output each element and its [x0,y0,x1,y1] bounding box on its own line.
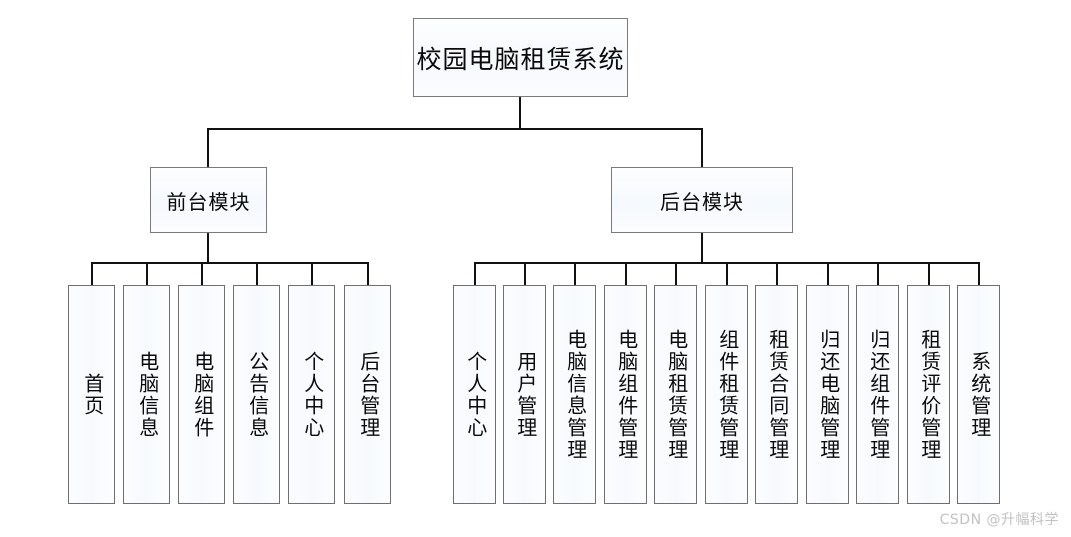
leaf-node-label: 电脑租赁管理 [664,328,687,461]
connector-frontend-leaf-drop [146,262,148,285]
connector-frontend-bus [91,262,369,264]
connector-backend-stem [701,233,703,263]
node-backend-module[interactable]: 后台模块 [611,167,793,233]
connector-frontend-leaf-drop [367,262,369,285]
leaf-node[interactable]: 首页 [68,285,115,504]
connector-backend-leaf-drop [726,262,728,285]
leaf-node-label: 电脑信息 [135,350,158,439]
node-frontend-module-label: 前台模块 [166,191,251,214]
leaf-node[interactable]: 电脑信息 [123,285,170,504]
leaf-node-label: 归还组件管理 [866,328,889,461]
connector-backend-leaf-drop [474,262,476,285]
connector-backend-leaf-drop [574,262,576,285]
leaf-node[interactable]: 租赁评价管理 [907,285,950,504]
leaf-node-label: 组件租赁管理 [715,328,738,461]
leaf-node-label: 电脑组件 [190,350,213,439]
leaf-node[interactable]: 组件租赁管理 [705,285,748,504]
leaf-node-label: 公告信息 [245,350,268,439]
csdn-watermark: CSDN @升幅科学 [939,512,1059,528]
connector-backend-leaf-drop [827,262,829,285]
connector-frontend-leaf-drop [91,262,93,285]
connector-level2-bus [207,128,703,130]
leaf-node[interactable]: 租赁合同管理 [755,285,798,504]
leaf-node-label: 租赁合同管理 [765,328,788,461]
connector-frontend-stem [207,233,209,263]
node-root-system[interactable]: 校园电脑租赁系统 [413,18,628,97]
leaf-node-label: 租赁评价管理 [917,328,940,461]
leaf-node[interactable]: 公告信息 [233,285,280,504]
leaf-node-label: 首页 [80,372,103,417]
connector-backend-leaf-drop [625,262,627,285]
leaf-node[interactable]: 电脑组件 [178,285,225,504]
connector-backend-leaf-drop [524,262,526,285]
connector-drop-frontend [207,128,209,167]
leaf-node-label: 用户管理 [513,350,536,439]
leaf-node[interactable]: 归还电脑管理 [806,285,849,504]
node-frontend-module[interactable]: 前台模块 [150,167,267,233]
connector-frontend-leaf-drop [311,262,313,285]
leaf-node[interactable]: 电脑组件管理 [604,285,647,504]
leaf-node[interactable]: 后台管理 [344,285,391,504]
leaf-node-label: 个人中心 [300,350,323,439]
leaf-node[interactable]: 归还组件管理 [856,285,899,504]
leaf-node-label: 电脑信息管理 [563,328,586,461]
connector-backend-leaf-drop [978,262,980,285]
connector-frontend-leaf-drop [256,262,258,285]
leaf-node-label: 归还电脑管理 [816,328,839,461]
node-root-label: 校园电脑租赁系统 [416,46,625,74]
connector-drop-backend [701,128,703,167]
node-backend-module-label: 后台模块 [660,191,744,214]
leaf-node-label: 系统管理 [967,350,990,439]
leaf-node-label: 后台管理 [356,350,379,439]
leaf-node[interactable]: 个人中心 [288,285,335,504]
connector-backend-leaf-drop [928,262,930,285]
leaf-node[interactable]: 系统管理 [957,285,1000,504]
leaf-node-label: 个人中心 [463,350,486,439]
leaf-node[interactable]: 个人中心 [453,285,496,504]
connector-backend-leaf-drop [776,262,778,285]
connector-root-stem [519,97,521,129]
leaf-node[interactable]: 电脑租赁管理 [654,285,697,504]
connector-frontend-leaf-drop [201,262,203,285]
leaf-node[interactable]: 用户管理 [503,285,546,504]
leaf-node[interactable]: 电脑信息管理 [553,285,596,504]
leaf-node-label: 电脑组件管理 [614,328,637,461]
connector-backend-leaf-drop [675,262,677,285]
connector-backend-leaf-drop [877,262,879,285]
